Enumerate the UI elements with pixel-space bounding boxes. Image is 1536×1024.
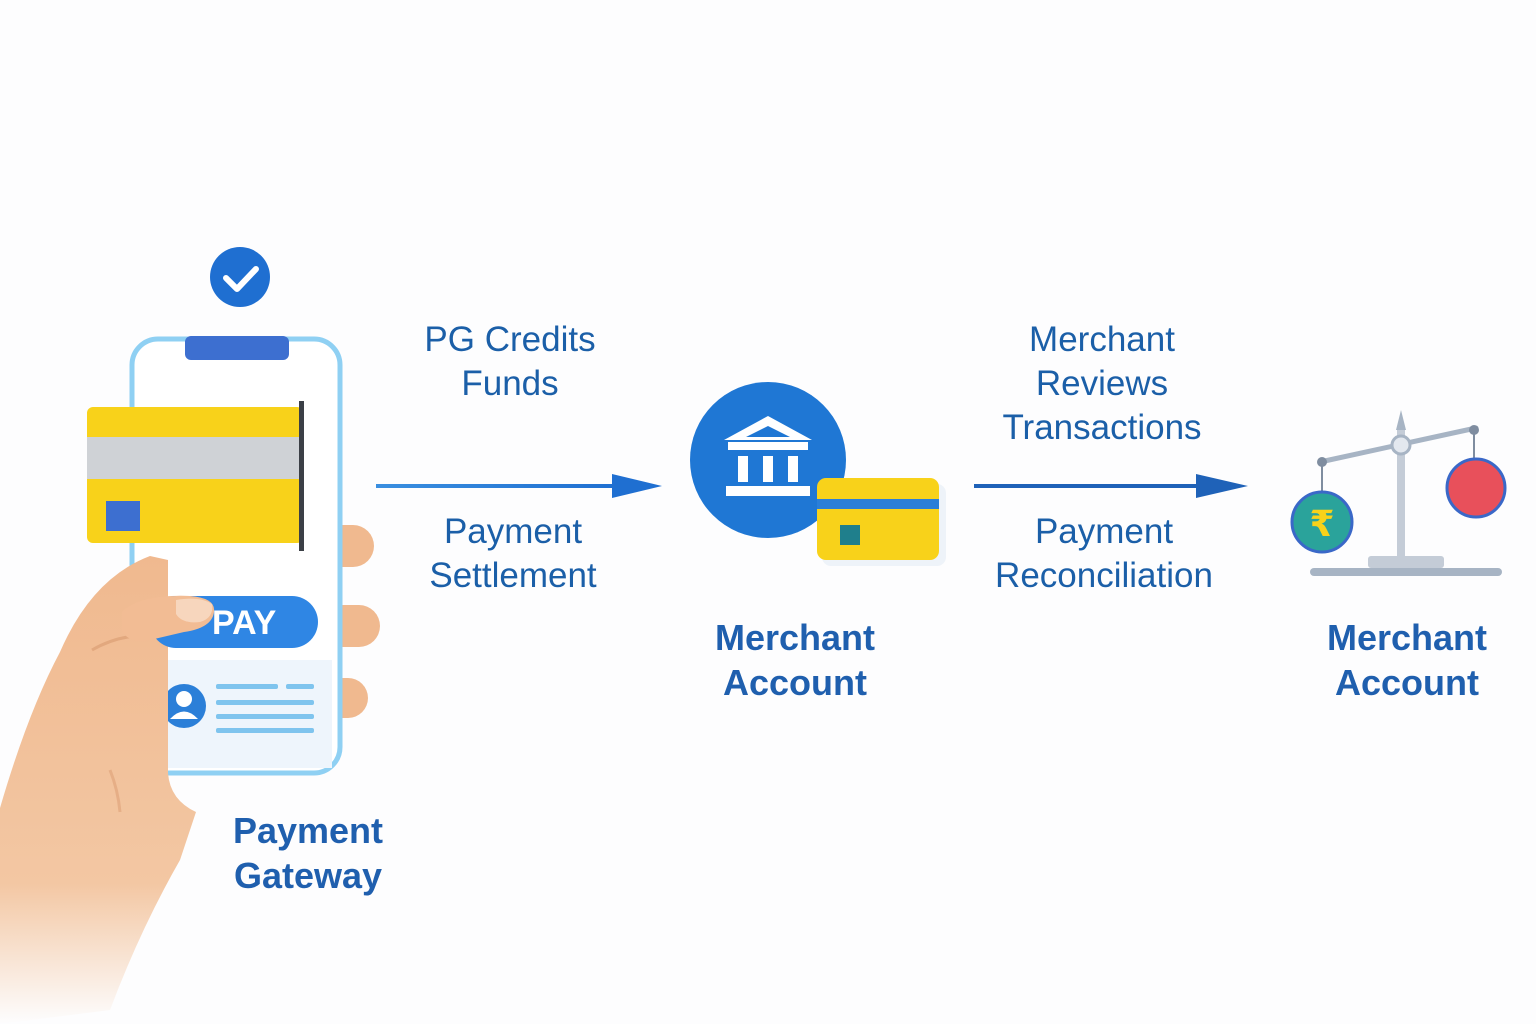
phone-notch: [185, 336, 289, 360]
edge-label-merchant-reviews: Merchant Reviews Transactions: [962, 318, 1242, 450]
red-weight-icon: [1445, 457, 1507, 519]
pay-button-label: PAY: [212, 604, 277, 642]
label-line: Merchant: [1029, 320, 1175, 359]
thumb-overlay: [122, 595, 215, 641]
title-line: Account: [723, 662, 867, 703]
label-line: Reviews: [1035, 364, 1169, 403]
edge-label-pg-credits: PG Credits Funds: [380, 318, 640, 406]
label-line: Payment: [1034, 512, 1174, 551]
bank-icon: [724, 416, 812, 496]
title-line: Account: [1335, 662, 1479, 703]
arrow-settlement: [376, 474, 662, 498]
merchant-account-illustration: [690, 382, 946, 566]
title-line: Merchant: [714, 617, 876, 658]
edge-label-payment-settlement: Payment Settlement: [383, 510, 643, 598]
profile-row: [162, 684, 314, 733]
success-check-icon: [210, 247, 270, 307]
hand: [0, 556, 196, 1024]
merchant-card-chip: [840, 525, 860, 545]
label-line: Payment: [443, 512, 583, 551]
merchant-card: [817, 478, 946, 566]
arrow-reconciliation: [974, 474, 1248, 498]
label-line: PG Credits: [424, 320, 596, 359]
label-line: Transactions: [1002, 408, 1202, 447]
card-chip: [106, 501, 140, 531]
label-line: Settlement: [429, 556, 597, 595]
label-line: Funds: [461, 364, 559, 403]
title-line: Payment: [232, 810, 384, 851]
merchant-account-title: Merchant Account: [670, 615, 920, 705]
balance-scale-illustration: ₹: [1290, 410, 1507, 576]
payment-gateway-title: Payment Gateway: [188, 808, 428, 898]
edge-label-payment-reconciliation: Payment Reconciliation: [962, 510, 1246, 598]
credit-card: [87, 401, 304, 551]
label-line: Reconciliation: [995, 556, 1213, 595]
title-line: Gateway: [233, 855, 383, 896]
reconciliation-account-title: Merchant Account: [1282, 615, 1532, 705]
rupee-symbol: ₹: [1309, 503, 1334, 544]
rupee-coin-icon: ₹: [1290, 490, 1354, 554]
title-line: Merchant: [1326, 617, 1488, 658]
